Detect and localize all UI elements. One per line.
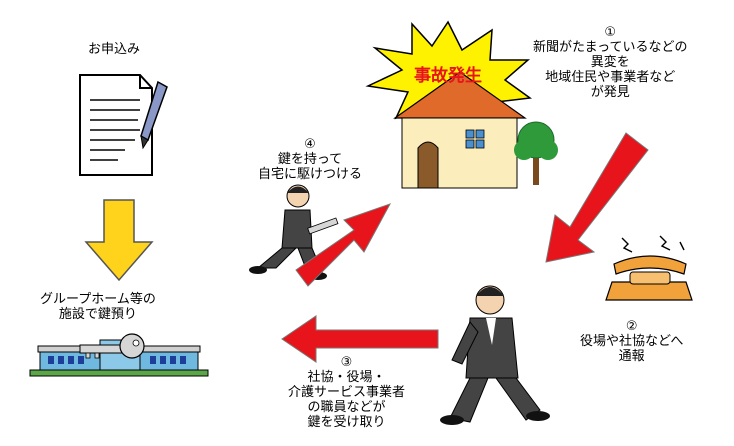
step-1-line-4: が発見 [590,85,630,100]
step-3-line-3: の職員などが [307,400,386,415]
storage-line-1: グループホーム等の [40,292,156,307]
step-1-line-2: 異変を [590,55,630,70]
storage-line-2: 施設で鍵預り [58,307,137,322]
step-1-number: ① [604,25,617,40]
telephone-icon [605,235,693,301]
step-2-number: ② [625,319,638,334]
step-3-line-2: 介護サービス事業者 [288,385,406,400]
step-1-line-1: 新聞がたまっているなどの [533,40,688,55]
house-icon [393,71,527,189]
step-1-line-3: 地域住民や事業者など [545,70,676,85]
application-label: お申込み [88,42,141,57]
yellow-down-arrow [84,199,154,282]
step-2-label: ② 役場や社協などへ 通報 [580,319,684,365]
pen-icon [140,80,168,150]
storage-label: グループホーム等の 施設で鍵預り [40,292,156,322]
step-4-number: ④ [304,137,316,152]
key-icon [79,333,145,359]
step-3-number: ③ [340,355,353,370]
staff-person-icon [440,285,550,425]
step-1-label: ① 新聞がたまっているなどの 異変を 地域住民や事業者など が発見 [533,25,688,101]
red-arrow-handover [281,315,439,363]
step-4-line-2: 自宅に駆けつける [258,167,363,182]
step-3-label: ③ 社協・役場・ 介護サービス事業者 の職員などが 鍵を受け取り [288,355,406,431]
step-2-line-2: 通報 [618,349,645,364]
step-4-line-1: 鍵を持って [277,152,343,167]
red-arrow-discovery [545,132,649,263]
step-2-line-1: 役場や社協などへ [580,334,684,349]
tree-icon [514,121,558,185]
step-3-line-1: 社協・役場・ [307,370,386,385]
red-arrow-rush [295,203,392,287]
accident-label: 事故発生 [414,66,482,86]
step-3-line-4: 鍵を受け取り [307,415,386,430]
step-4-label: ④ 鍵を持って 自宅に駆けつける [258,137,363,183]
application-form-icon [79,74,153,176]
